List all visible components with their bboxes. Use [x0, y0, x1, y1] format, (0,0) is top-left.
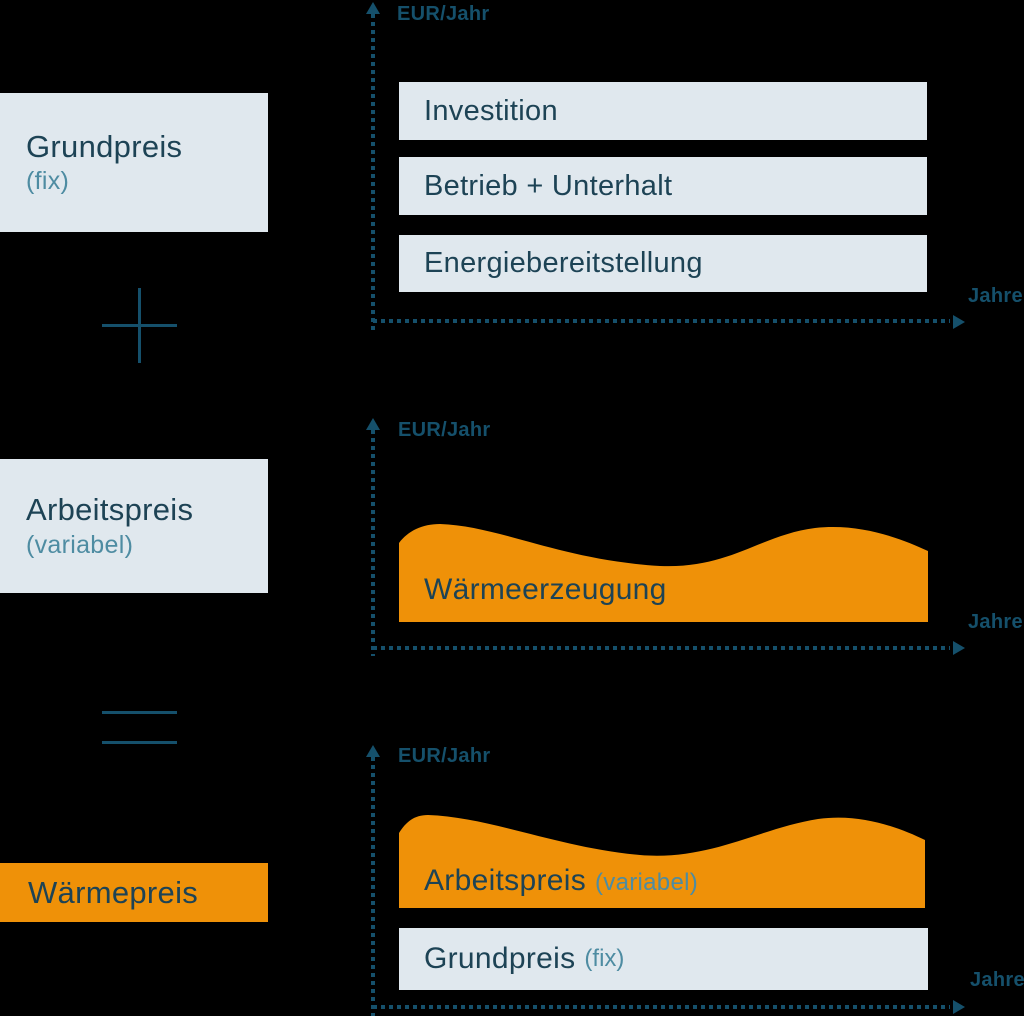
grundpreis-summary-box: Grundpreis (fix) — [0, 93, 268, 232]
chart3-x-axis — [373, 1005, 950, 1009]
stack-box-energiebereitstellung: Energiebereitstellung — [399, 235, 927, 292]
arbeitspreis-sub-label: (variabel) — [26, 530, 134, 559]
chart2-x-axis-label: Jahre — [968, 611, 1023, 633]
equals-bottom-bar — [102, 741, 177, 744]
arbeitspreis-area-label-row: Arbeitspreis (variabel) — [424, 866, 698, 896]
equals-top-bar — [102, 711, 177, 714]
grundpreis-base-label: Grundpreis — [424, 942, 576, 975]
equals-icon — [102, 711, 177, 744]
arbeitspreis-area-sub-label: (variabel) — [595, 869, 699, 896]
chart1-y-axis-label: EUR/Jahr — [397, 3, 490, 25]
chart2-y-axis — [371, 430, 375, 656]
stack-box-betrieb-unterhalt-label: Betrieb + Unterhalt — [424, 169, 673, 202]
stack-box-betrieb-unterhalt: Betrieb + Unterhalt — [399, 157, 927, 215]
grundpreis-sub-label: (fix) — [26, 167, 70, 196]
chart3-y-axis — [371, 757, 375, 1016]
chart3-y-axis-arrow-icon — [366, 745, 380, 757]
waermeerzeugung-label: Wärmeerzeugung — [424, 573, 667, 606]
waermepreis-summary-box: Wärmepreis — [0, 863, 268, 922]
grundpreis-base-sub-label: (fix) — [584, 945, 625, 972]
chart3-x-axis-label: Jahre — [970, 969, 1024, 991]
chart2-x-axis — [373, 646, 950, 650]
stack-box-investition: Investition — [399, 82, 927, 140]
chart1-y-axis-arrow-icon — [366, 2, 380, 14]
stack-box-investition-label: Investition — [424, 94, 558, 127]
plus-horizontal-bar — [102, 324, 177, 327]
chart2-y-axis-label: EUR/Jahr — [398, 419, 491, 441]
chart1-x-axis-label: Jahre — [968, 285, 1023, 307]
grundpreis-base-box: Grundpreis (fix) — [399, 928, 928, 990]
chart3-y-axis-label: EUR/Jahr — [398, 745, 491, 767]
waermeerzeugung-area-shape — [399, 524, 928, 622]
chart1-y-axis — [371, 14, 375, 331]
arbeitspreis-summary-box: Arbeitspreis (variabel) — [0, 459, 268, 593]
chart1-x-axis-arrow-icon — [953, 315, 965, 329]
waermepreis-label: Wärmepreis — [28, 874, 199, 910]
chart1-x-axis — [373, 319, 950, 323]
grundpreis-label: Grundpreis — [26, 128, 183, 164]
stack-box-energiebereitstellung-label: Energiebereitstellung — [424, 247, 703, 279]
arbeitspreis-label: Arbeitspreis — [26, 492, 194, 528]
chart2-y-axis-arrow-icon — [366, 418, 380, 430]
arbeitspreis-area-label: Arbeitspreis — [424, 864, 586, 897]
plus-icon — [102, 288, 177, 363]
chart2-x-axis-arrow-icon — [953, 641, 965, 655]
chart3-x-axis-arrow-icon — [953, 1000, 965, 1014]
arbeitspreis-area-shape — [399, 815, 925, 908]
